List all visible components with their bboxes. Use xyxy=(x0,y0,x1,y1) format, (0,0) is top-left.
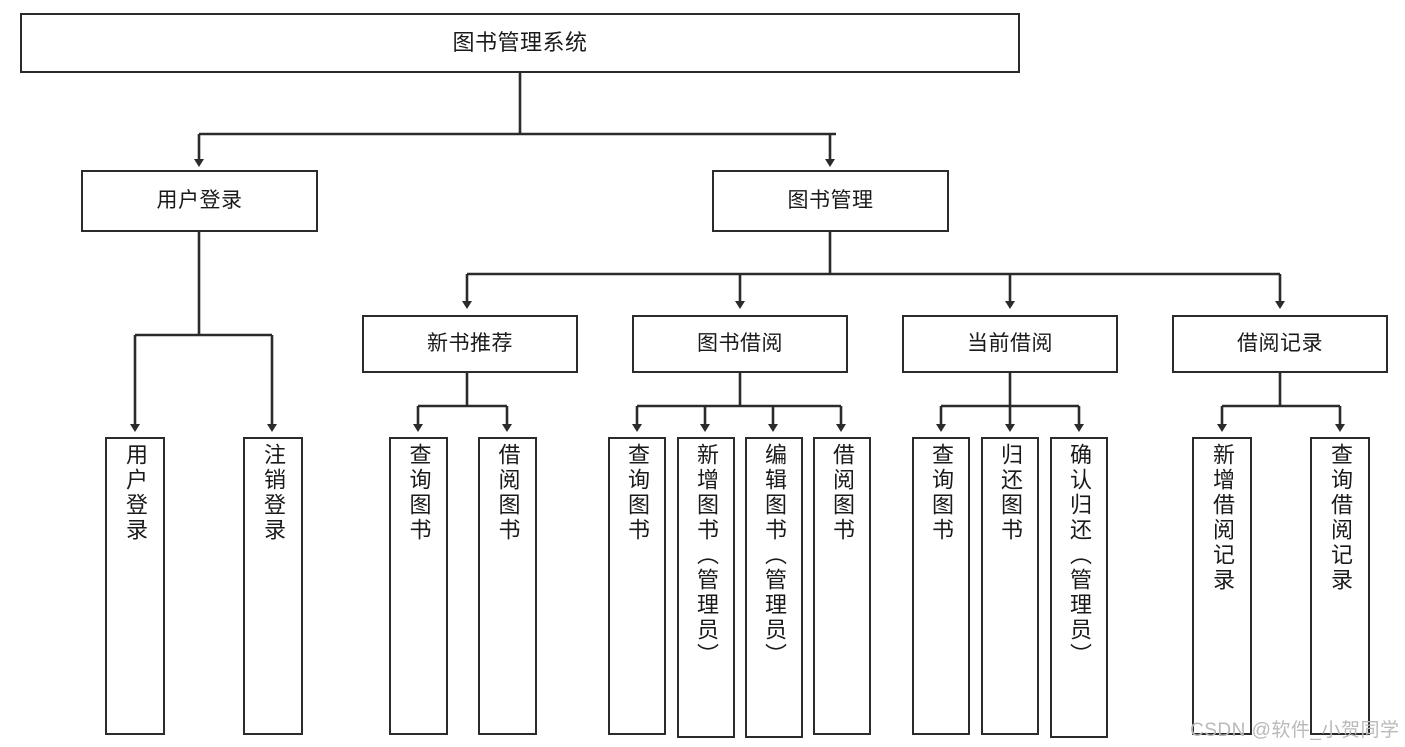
node-label: 图书管理 xyxy=(787,188,874,212)
node-label: 图书借阅 xyxy=(697,331,783,355)
leaf-borrow-book-recommend[interactable]: 借阅图书 xyxy=(478,437,537,735)
node-label: 归还图书 xyxy=(998,443,1023,543)
node-label: 借阅图书 xyxy=(830,443,855,543)
node-label: 新增借阅记录 xyxy=(1210,443,1235,593)
node-label: 当前借阅 xyxy=(967,331,1053,355)
node-label: 查询图书 xyxy=(406,443,432,543)
node-label: 用户登录 xyxy=(156,188,243,212)
leaf-query-book-current[interactable]: 查询图书 xyxy=(912,437,970,735)
node-user-login[interactable]: 用户登录 xyxy=(81,170,318,232)
node-label: 新书推荐 xyxy=(427,331,513,355)
node-label: 借阅图书 xyxy=(495,443,521,543)
node-label: 注销登录 xyxy=(261,443,286,543)
node-label: 确认归还（管理员） xyxy=(1067,443,1092,668)
node-label: 新增图书（管理员） xyxy=(694,443,719,668)
node-book-management[interactable]: 图书管理 xyxy=(712,170,949,232)
node-book-borrow[interactable]: 图书借阅 xyxy=(632,315,848,373)
leaf-borrow-book[interactable]: 借阅图书 xyxy=(813,437,871,735)
node-label: 图书管理系统 xyxy=(452,30,588,56)
node-label: 用户登录 xyxy=(123,443,148,543)
leaf-logout-login[interactable]: 注销登录 xyxy=(243,437,303,735)
leaf-query-book-recommend[interactable]: 查询图书 xyxy=(389,437,448,735)
node-borrow-record[interactable]: 借阅记录 xyxy=(1172,315,1388,373)
node-label: 查询借阅记录 xyxy=(1328,443,1353,593)
node-label: 查询图书 xyxy=(625,443,650,543)
node-label: 借阅记录 xyxy=(1237,331,1323,355)
node-current-borrow[interactable]: 当前借阅 xyxy=(902,315,1118,373)
leaf-query-book-borrow[interactable]: 查询图书 xyxy=(608,437,666,735)
node-label: 编辑图书（管理员） xyxy=(762,443,787,668)
leaf-add-book-admin[interactable]: 新增图书（管理员） xyxy=(677,437,735,738)
leaf-edit-book-admin[interactable]: 编辑图书（管理员） xyxy=(745,437,803,738)
leaf-add-borrow-record[interactable]: 新增借阅记录 xyxy=(1192,437,1252,735)
node-new-book-recommend[interactable]: 新书推荐 xyxy=(362,315,578,373)
leaf-confirm-return-admin[interactable]: 确认归还（管理员） xyxy=(1050,437,1108,738)
leaf-query-borrow-record[interactable]: 查询借阅记录 xyxy=(1310,437,1370,735)
node-root-book-management-system[interactable]: 图书管理系统 xyxy=(20,13,1020,73)
csdn-watermark: CSDN @软件_小贺同学 xyxy=(1190,720,1400,741)
node-label: 查询图书 xyxy=(929,443,954,543)
leaf-return-book[interactable]: 归还图书 xyxy=(981,437,1039,735)
leaf-user-login[interactable]: 用户登录 xyxy=(105,437,165,735)
